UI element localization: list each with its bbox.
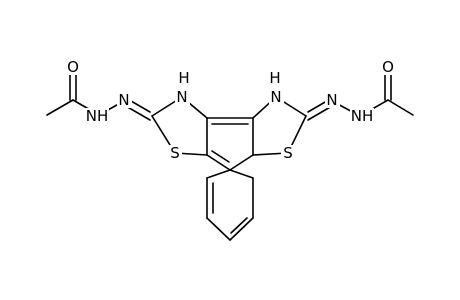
oxygen-left-label: O [67,58,79,76]
ring-h-left-label: H [178,69,189,87]
amide-nh-left: NH [85,107,109,125]
bond-benzo-bottom-left [206,217,231,241]
sulfur-left-label: S [170,144,180,162]
ring-nh-right: H N [268,69,284,106]
bond-imine-right-b [307,105,333,121]
amide-nh-left-label: NH [86,107,109,125]
oxygen-right-label: O [382,58,394,76]
sulfur-left: S [168,144,182,162]
sulfur-right-label: S [283,144,293,162]
ring-n-right-label: N [270,88,281,106]
ring-h-right-label: H [269,69,280,87]
bond-center-lower-right [229,154,254,171]
bond-methyl-carbonyl-left [46,99,74,116]
oxygen-right: O [381,58,395,76]
ring-n-left-label: N [176,88,187,106]
ring-nh-left: H N [175,69,191,106]
amide-nh-right-label: NH [351,107,374,125]
imine-n-left-label: N [118,91,129,109]
oxygen-left: O [66,58,80,76]
bond-carbonyl-methyl-right [387,99,414,116]
imine-n-right-label: N [326,91,337,109]
atom-labels: O NH N S H N H N S [66,58,395,162]
bond-benzo-ul [206,169,231,179]
imine-n-left: N [117,91,132,109]
imine-n-right: N [325,91,340,109]
bond-center-lower-left-inner [211,150,230,163]
bonds [46,72,414,241]
bond-benzo-ur [229,169,254,179]
amide-nh-right: NH [350,107,374,125]
bond-benzo-bottom-inner [230,217,248,234]
sulfur-right: S [281,144,295,162]
bond-benzo-bottom-right [229,217,254,241]
bond-center-lower-left [206,154,231,171]
